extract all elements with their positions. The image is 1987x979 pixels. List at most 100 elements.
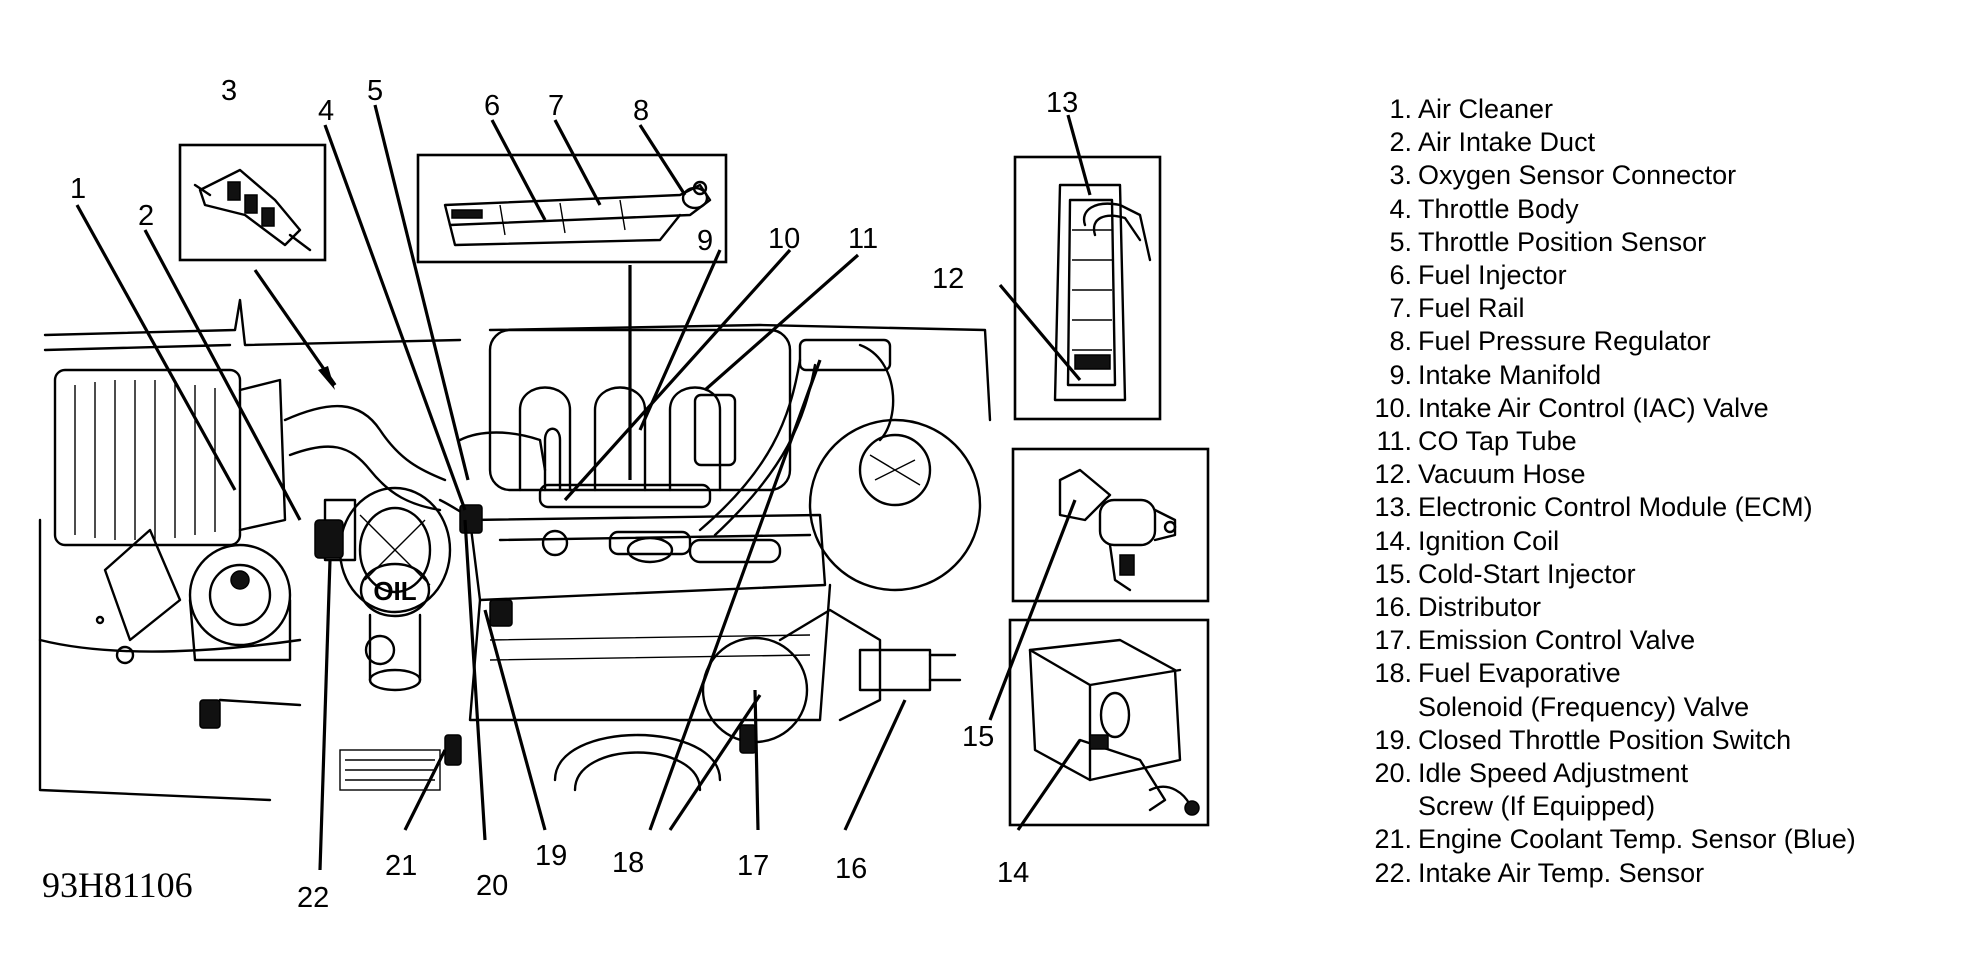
legend-number: 22. — [1374, 857, 1412, 888]
callout-20: 20 — [476, 870, 508, 902]
brake-reservoir-drawing — [808, 418, 982, 592]
engine-bay-illustration: OIL — [38, 298, 992, 802]
legend-number: 11. — [1376, 426, 1412, 457]
legend-text: Emission Control Valve — [1418, 624, 1695, 657]
legend-text: Throttle Position Sensor — [1418, 226, 1706, 259]
legend-item: 14.Ignition Coil — [1360, 525, 1856, 558]
legend-text-line: Fuel Injector — [1418, 260, 1567, 291]
legend-item: 5.Throttle Position Sensor — [1360, 226, 1856, 259]
legend-text: Fuel Rail — [1418, 292, 1525, 325]
legend-text-line: Fuel Rail — [1418, 293, 1525, 324]
legend-text-line: Oxygen Sensor Connector — [1418, 160, 1737, 191]
legend-number: 20. — [1374, 758, 1412, 789]
callout-17: 17 — [737, 850, 769, 882]
legend-text: Ignition Coil — [1418, 525, 1559, 558]
legend-number: 18. — [1374, 658, 1412, 689]
legend-item: 13.Electronic Control Module (ECM) — [1360, 491, 1856, 524]
legend-item: 4.Throttle Body — [1360, 193, 1856, 226]
legend-text-line: Intake Air Temp. Sensor — [1418, 857, 1705, 888]
callout-9: 9 — [697, 225, 713, 257]
legend-text-line: Fuel Evaporative — [1418, 658, 1621, 689]
pulley-drawing — [339, 733, 722, 792]
legend-text-line: CO Tap Tube — [1418, 426, 1577, 457]
legend-item: 6.Fuel Injector — [1360, 259, 1856, 292]
legend-text-line: Cold-Start Injector — [1418, 558, 1636, 589]
leader-lines — [75, 104, 1092, 871]
legend-text-line: Closed Throttle Position Switch — [1418, 724, 1792, 755]
valve-cover-drawing — [468, 513, 832, 722]
legend-item: 15.Cold-Start Injector — [1360, 558, 1856, 591]
legend-number: 1. — [1389, 94, 1412, 124]
legend-text: CO Tap Tube — [1418, 425, 1577, 458]
callout-13: 13 — [1046, 87, 1078, 119]
callout-15: 15 — [962, 721, 994, 753]
inset-fuel-rail — [416, 153, 728, 264]
callout-7: 7 — [548, 90, 564, 122]
legend-text: Intake Air Temp. Sensor — [1418, 857, 1704, 890]
legend-number: 2. — [1389, 127, 1412, 158]
legend-item: 9.Intake Manifold — [1360, 359, 1856, 392]
legend-text: Intake Air Control (IAC) Valve — [1418, 392, 1769, 425]
legend-item: 16.Distributor — [1360, 591, 1856, 624]
callout-8: 8 — [633, 95, 649, 127]
legend-text-line: Air Cleaner — [1418, 94, 1554, 124]
legend-text: Air Intake Duct — [1418, 126, 1595, 159]
legend-text: Oxygen Sensor Connector — [1418, 159, 1736, 192]
callout-12: 12 — [932, 263, 964, 295]
callout-2: 2 — [138, 200, 154, 232]
legend-number: 21. — [1374, 824, 1412, 855]
callout-16: 16 — [835, 853, 867, 885]
legend-number: 7. — [1389, 293, 1412, 324]
legend-number: 17. — [1374, 625, 1412, 656]
legend-text-line: Idle Speed Adjustment — [1418, 758, 1689, 789]
legend-text-line: Emission Control Valve — [1418, 625, 1696, 656]
legend-text-line: Throttle Body — [1418, 193, 1579, 224]
air-cleaner-drawing — [53, 368, 287, 642]
legend-number: 5. — [1389, 226, 1412, 257]
callout-1: 1 — [70, 173, 86, 205]
legend-item: 11.CO Tap Tube — [1360, 425, 1856, 458]
legend-number: 9. — [1389, 359, 1412, 390]
legend-text: Vacuum Hose — [1418, 458, 1586, 491]
oil-cap-label: OIL — [373, 576, 416, 606]
callout-14: 14 — [997, 857, 1029, 889]
figure-id: 93H81106 — [42, 865, 193, 905]
inset-ignition-coil — [1008, 618, 1210, 827]
inset-cold-start-injector — [1011, 447, 1210, 603]
inset-oxygen-sensor — [178, 143, 327, 262]
legend-item: 8.Fuel Pressure Regulator — [1360, 325, 1856, 358]
callout-10: 10 — [768, 223, 800, 255]
legend-text: Air Cleaner — [1418, 93, 1553, 126]
inset-ecm — [1013, 155, 1162, 421]
legend-text: Throttle Body — [1418, 193, 1579, 226]
legend-item: 12.Vacuum Hose — [1360, 458, 1856, 491]
legend-text: Engine Coolant Temp. Sensor (Blue) — [1418, 823, 1856, 856]
legend-number: 4. — [1389, 193, 1412, 224]
callout-22: 22 — [297, 882, 329, 914]
legend-text-line: Air Intake Duct — [1418, 127, 1596, 158]
legend-text-line: Vacuum Hose — [1418, 459, 1586, 490]
legend-item: 7.Fuel Rail — [1360, 292, 1856, 325]
legend-number: 6. — [1389, 260, 1412, 291]
callout-11: 11 — [848, 223, 878, 255]
legend-item: 22.Intake Air Temp. Sensor — [1360, 857, 1856, 890]
legend-number: 16. — [1374, 592, 1412, 623]
legend-number: 10. — [1374, 392, 1412, 423]
legend-item: 19.Closed Throttle Position Switch — [1360, 724, 1856, 757]
callout-numbers: 1 2 3 4 5 6 7 8 9 10 11 12 13 14 15 16 1… — [70, 75, 1078, 914]
legend-text-line: Intake Manifold — [1418, 359, 1602, 390]
callout-21: 21 — [385, 850, 417, 882]
legend-text: Electronic Control Module (ECM) — [1418, 491, 1813, 524]
oil-cap-drawing: OIL — [359, 562, 431, 692]
callout-4: 4 — [318, 95, 334, 127]
legend-text-line: Ignition Coil — [1418, 525, 1560, 556]
legend-text-line: Throttle Position Sensor — [1418, 226, 1707, 257]
legend-item: 1.Air Cleaner — [1360, 93, 1856, 126]
legend-number: 14. — [1374, 525, 1412, 556]
legend-text: Cold-Start Injector — [1418, 558, 1636, 591]
